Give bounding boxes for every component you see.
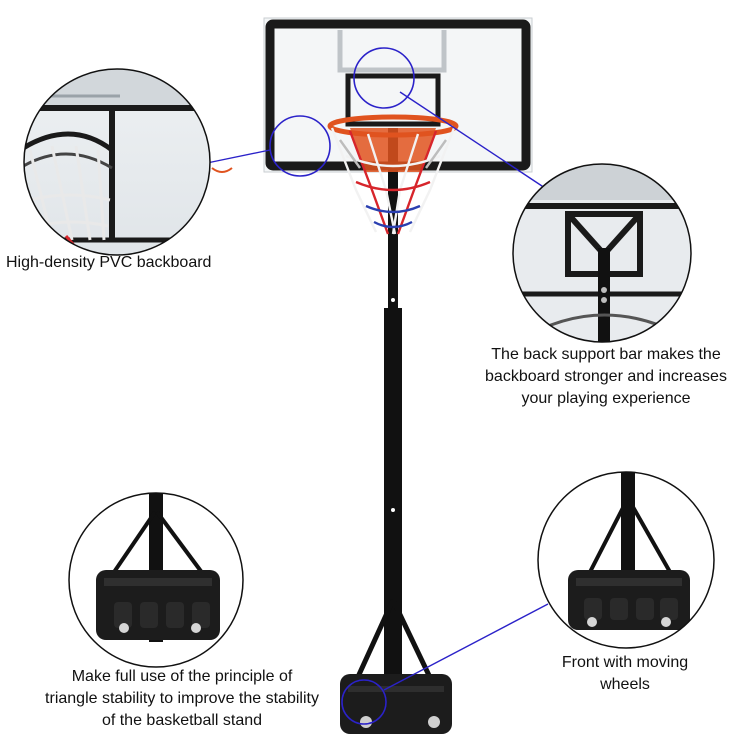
base-detail bbox=[68, 492, 244, 668]
callout-ring-backboard bbox=[269, 115, 331, 177]
support-bar-detail bbox=[512, 163, 692, 343]
net bbox=[330, 127, 456, 235]
basketball-stand bbox=[263, 17, 533, 734]
callout-ring-support bbox=[353, 47, 415, 109]
caption-moving-wheels: Front with moving wheels bbox=[561, 654, 689, 693]
caption-backboard: High-density PVC backboard bbox=[6, 254, 212, 271]
caption-triangle-stability: Make full use of the principle of triang… bbox=[45, 668, 319, 729]
callout-ring-base bbox=[341, 679, 387, 725]
pole bbox=[349, 128, 439, 713]
hoop-fragment bbox=[211, 167, 233, 173]
backboard-detail bbox=[23, 68, 211, 256]
callout-lines bbox=[206, 91, 549, 691]
hoop bbox=[327, 114, 459, 235]
wheel-detail bbox=[537, 471, 715, 649]
caption-support-bar: The back support bar makes the backboard… bbox=[485, 346, 727, 407]
base bbox=[340, 674, 452, 734]
